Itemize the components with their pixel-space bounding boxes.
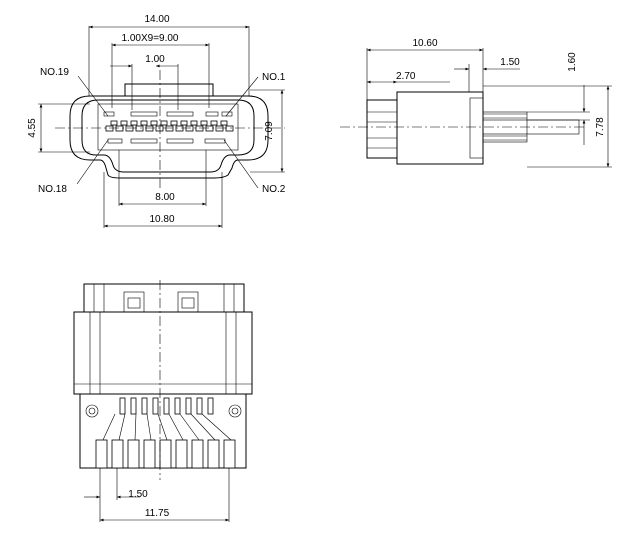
leader-no1 [225,76,259,117]
front-body-outline [69,95,269,179]
bottom-view: 1.50 11.75 [73,280,253,522]
side-tail-lower [482,133,528,143]
front-view: 14.00 1.00X9=9.00 1.00 4.55 7.09 8.00 10… [27,14,286,228]
label-no1: NO.1 [262,72,286,83]
label-no19: NO.19 [40,67,69,78]
label-no18: NO.18 [38,184,67,195]
bottom-dim-total: 11.75 [145,508,170,519]
front-middle-pin-row [105,120,234,132]
front-contact-area [97,103,239,151]
dim-offset: 2.70 [396,71,416,82]
bottom-pins [95,397,236,469]
front-bottom-pin-row [107,138,226,144]
leader-no2 [223,139,259,189]
dim-length: 10.60 [412,38,437,49]
bottom-peg-left [85,404,99,418]
leader-no18 [76,139,109,185]
dim-tail: 1.50 [500,57,520,68]
front-top-tab [124,83,214,96]
leader-no19 [77,75,109,117]
side-view: 10.60 1.50 2.70 1.60 7.78 [340,38,612,168]
bottom-latch-left [123,291,145,313]
side-front-block [366,99,398,159]
bottom-peg-right [228,404,242,418]
dim-height-right: 7.09 [264,121,275,141]
front-top-pin-row [103,111,233,117]
bottom-main-housing [73,311,253,395]
dim-inner-width: 8.00 [155,192,175,203]
dim-width-total: 14.00 [144,14,169,25]
dim-small-height: 1.60 [567,52,578,72]
dim-total-height: 7.78 [595,117,606,137]
side-tail-upper [482,111,528,121]
dim-height-left: 4.55 [27,118,38,138]
bottom-latch-right [177,291,199,313]
bottom-latch-frame [83,283,245,313]
dim-outer-width: 10.80 [149,214,174,225]
label-no2: NO.2 [262,184,286,195]
front-shell-inner [81,99,255,173]
bottom-dim-pitch: 1.50 [128,489,148,500]
dim-pin-pitch: 1.00 [145,54,165,65]
dim-pitch: 1.00X9=9.00 [122,33,179,44]
